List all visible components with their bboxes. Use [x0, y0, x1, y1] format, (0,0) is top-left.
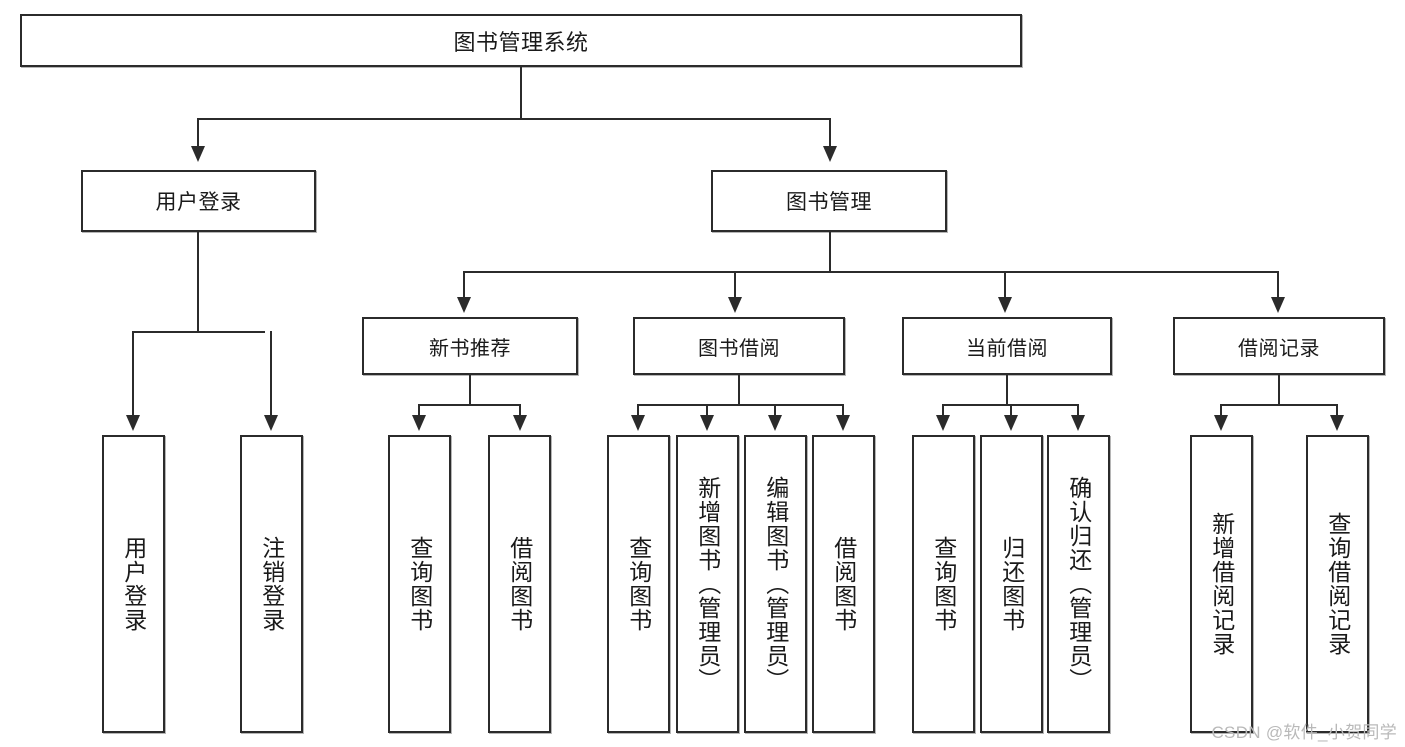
arrowhead-bb-leaf-2 — [700, 415, 714, 431]
node-label: 确认归还（管理员） — [1065, 476, 1092, 692]
node-label: 借阅记录 — [1238, 337, 1320, 360]
connector-br-stem — [1278, 375, 1280, 405]
arrowhead-cb-leaf-3 — [1071, 415, 1085, 431]
connector-bb-bus — [637, 404, 844, 406]
node-borrow-record[interactable]: 借阅记录 — [1173, 317, 1385, 375]
connector-cb-to-leaf-2 — [1010, 404, 1012, 416]
leaf-edit-book-admin[interactable]: 编辑图书（管理员） — [744, 435, 807, 733]
leaf-logout[interactable]: 注销登录 — [240, 435, 303, 733]
connector-br-to-leaf-1 — [1220, 404, 1222, 416]
node-label: 用户登录 — [120, 536, 147, 632]
leaf-user-login[interactable]: 用户登录 — [102, 435, 165, 733]
connector-bb-to-leaf-4 — [842, 404, 844, 416]
arrowhead-to-user-login — [191, 146, 205, 162]
node-label: 查询图书 — [406, 536, 433, 632]
node-label: 查询借阅记录 — [1324, 512, 1351, 656]
connector-br-to-leaf-2 — [1336, 404, 1338, 416]
connector-bb-to-leaf-2 — [706, 404, 708, 416]
arrowhead-br-leaf-1 — [1214, 415, 1228, 431]
connector-cb-stem — [1006, 375, 1008, 405]
connector-bm-to-l3-3 — [1004, 271, 1006, 298]
connector-book-manage-bus — [463, 271, 1279, 273]
node-label: 查询图书 — [930, 536, 957, 632]
arrowhead-to-current-borrow — [998, 297, 1012, 313]
leaf-borrow-book-recommend[interactable]: 借阅图书 — [488, 435, 551, 733]
connector-cb-to-leaf-3 — [1077, 404, 1079, 416]
arrowhead-to-leaf-user-login — [126, 415, 140, 431]
arrowhead-to-leaf-logout — [264, 415, 278, 431]
node-label: 注销登录 — [258, 536, 285, 632]
connector-user-login-to-leaf-1 — [132, 331, 134, 416]
connector-cb-to-leaf-1 — [942, 404, 944, 416]
arrowhead-nbr-leaf-1 — [412, 415, 426, 431]
leaf-confirm-return-admin[interactable]: 确认归还（管理员） — [1047, 435, 1110, 733]
connector-user-login-to-leaf-2 — [270, 331, 272, 416]
connector-root-to-l2-2 — [829, 118, 831, 147]
arrowhead-cb-leaf-1 — [936, 415, 950, 431]
arrowhead-to-new-book-recommend — [457, 297, 471, 313]
arrowhead-nbr-leaf-2 — [513, 415, 527, 431]
node-new-book-recommend[interactable]: 新书推荐 — [362, 317, 578, 375]
node-label: 当前借阅 — [966, 337, 1048, 360]
connector-nbr-to-leaf-2 — [519, 404, 521, 416]
node-user-login[interactable]: 用户登录 — [81, 170, 316, 232]
arrowhead-bb-leaf-3 — [768, 415, 782, 431]
connector-root-stem — [520, 67, 522, 119]
arrowhead-to-book-manage — [823, 146, 837, 162]
arrowhead-br-leaf-2 — [1330, 415, 1344, 431]
leaf-borrow-book[interactable]: 借阅图书 — [812, 435, 875, 733]
arrowhead-to-borrow-record — [1271, 297, 1285, 313]
connector-user-login-stem — [197, 232, 199, 332]
node-label: 用户登录 — [155, 191, 242, 214]
csdn-watermark: CSDN @软件_小贺同学 — [1211, 723, 1397, 742]
node-label: 新增图书（管理员） — [694, 476, 721, 692]
connector-br-bus — [1220, 404, 1338, 406]
connector-book-manage-stem — [829, 232, 831, 272]
node-book-management[interactable]: 图书管理 — [711, 170, 947, 232]
node-label: 图书管理系统 — [453, 29, 589, 55]
leaf-return-book[interactable]: 归还图书 — [980, 435, 1043, 733]
leaf-add-borrow-record[interactable]: 新增借阅记录 — [1190, 435, 1253, 733]
node-label: 编辑图书（管理员） — [762, 476, 789, 692]
connector-bb-to-leaf-3 — [774, 404, 776, 416]
node-label: 图书管理 — [786, 191, 872, 214]
node-root-system[interactable]: 图书管理系统 — [20, 14, 1022, 67]
connector-nbr-to-leaf-1 — [418, 404, 420, 416]
connector-bb-to-leaf-1 — [637, 404, 639, 416]
node-label: 借阅图书 — [830, 536, 857, 632]
node-current-borrow[interactable]: 当前借阅 — [902, 317, 1112, 375]
leaf-query-borrow-record[interactable]: 查询借阅记录 — [1306, 435, 1369, 733]
connector-user-login-bus — [132, 331, 265, 333]
node-book-borrow[interactable]: 图书借阅 — [633, 317, 845, 375]
connector-bm-to-l3-4 — [1277, 271, 1279, 298]
node-label: 归还图书 — [998, 536, 1025, 632]
connector-bm-to-l3-1 — [463, 271, 465, 298]
leaf-add-book-admin[interactable]: 新增图书（管理员） — [676, 435, 739, 733]
node-label: 新增借阅记录 — [1208, 512, 1235, 656]
connector-nbr-stem — [469, 375, 471, 405]
leaf-query-book-recommend[interactable]: 查询图书 — [388, 435, 451, 733]
connector-nbr-bus — [418, 404, 521, 406]
arrowhead-bb-leaf-4 — [836, 415, 850, 431]
arrowhead-to-book-borrow — [728, 297, 742, 313]
arrowhead-cb-leaf-2 — [1004, 415, 1018, 431]
leaf-query-book-current[interactable]: 查询图书 — [912, 435, 975, 733]
connector-root-bus — [197, 118, 831, 120]
connector-bb-stem — [738, 375, 740, 405]
arrowhead-bb-leaf-1 — [631, 415, 645, 431]
leaf-query-book-borrow[interactable]: 查询图书 — [607, 435, 670, 733]
node-label: 新书推荐 — [429, 337, 511, 360]
connector-root-to-l2-1 — [197, 118, 199, 147]
node-label: 图书借阅 — [698, 337, 780, 360]
connector-bm-to-l3-2 — [734, 271, 736, 298]
node-label: 查询图书 — [625, 536, 652, 632]
node-label: 借阅图书 — [506, 536, 533, 632]
